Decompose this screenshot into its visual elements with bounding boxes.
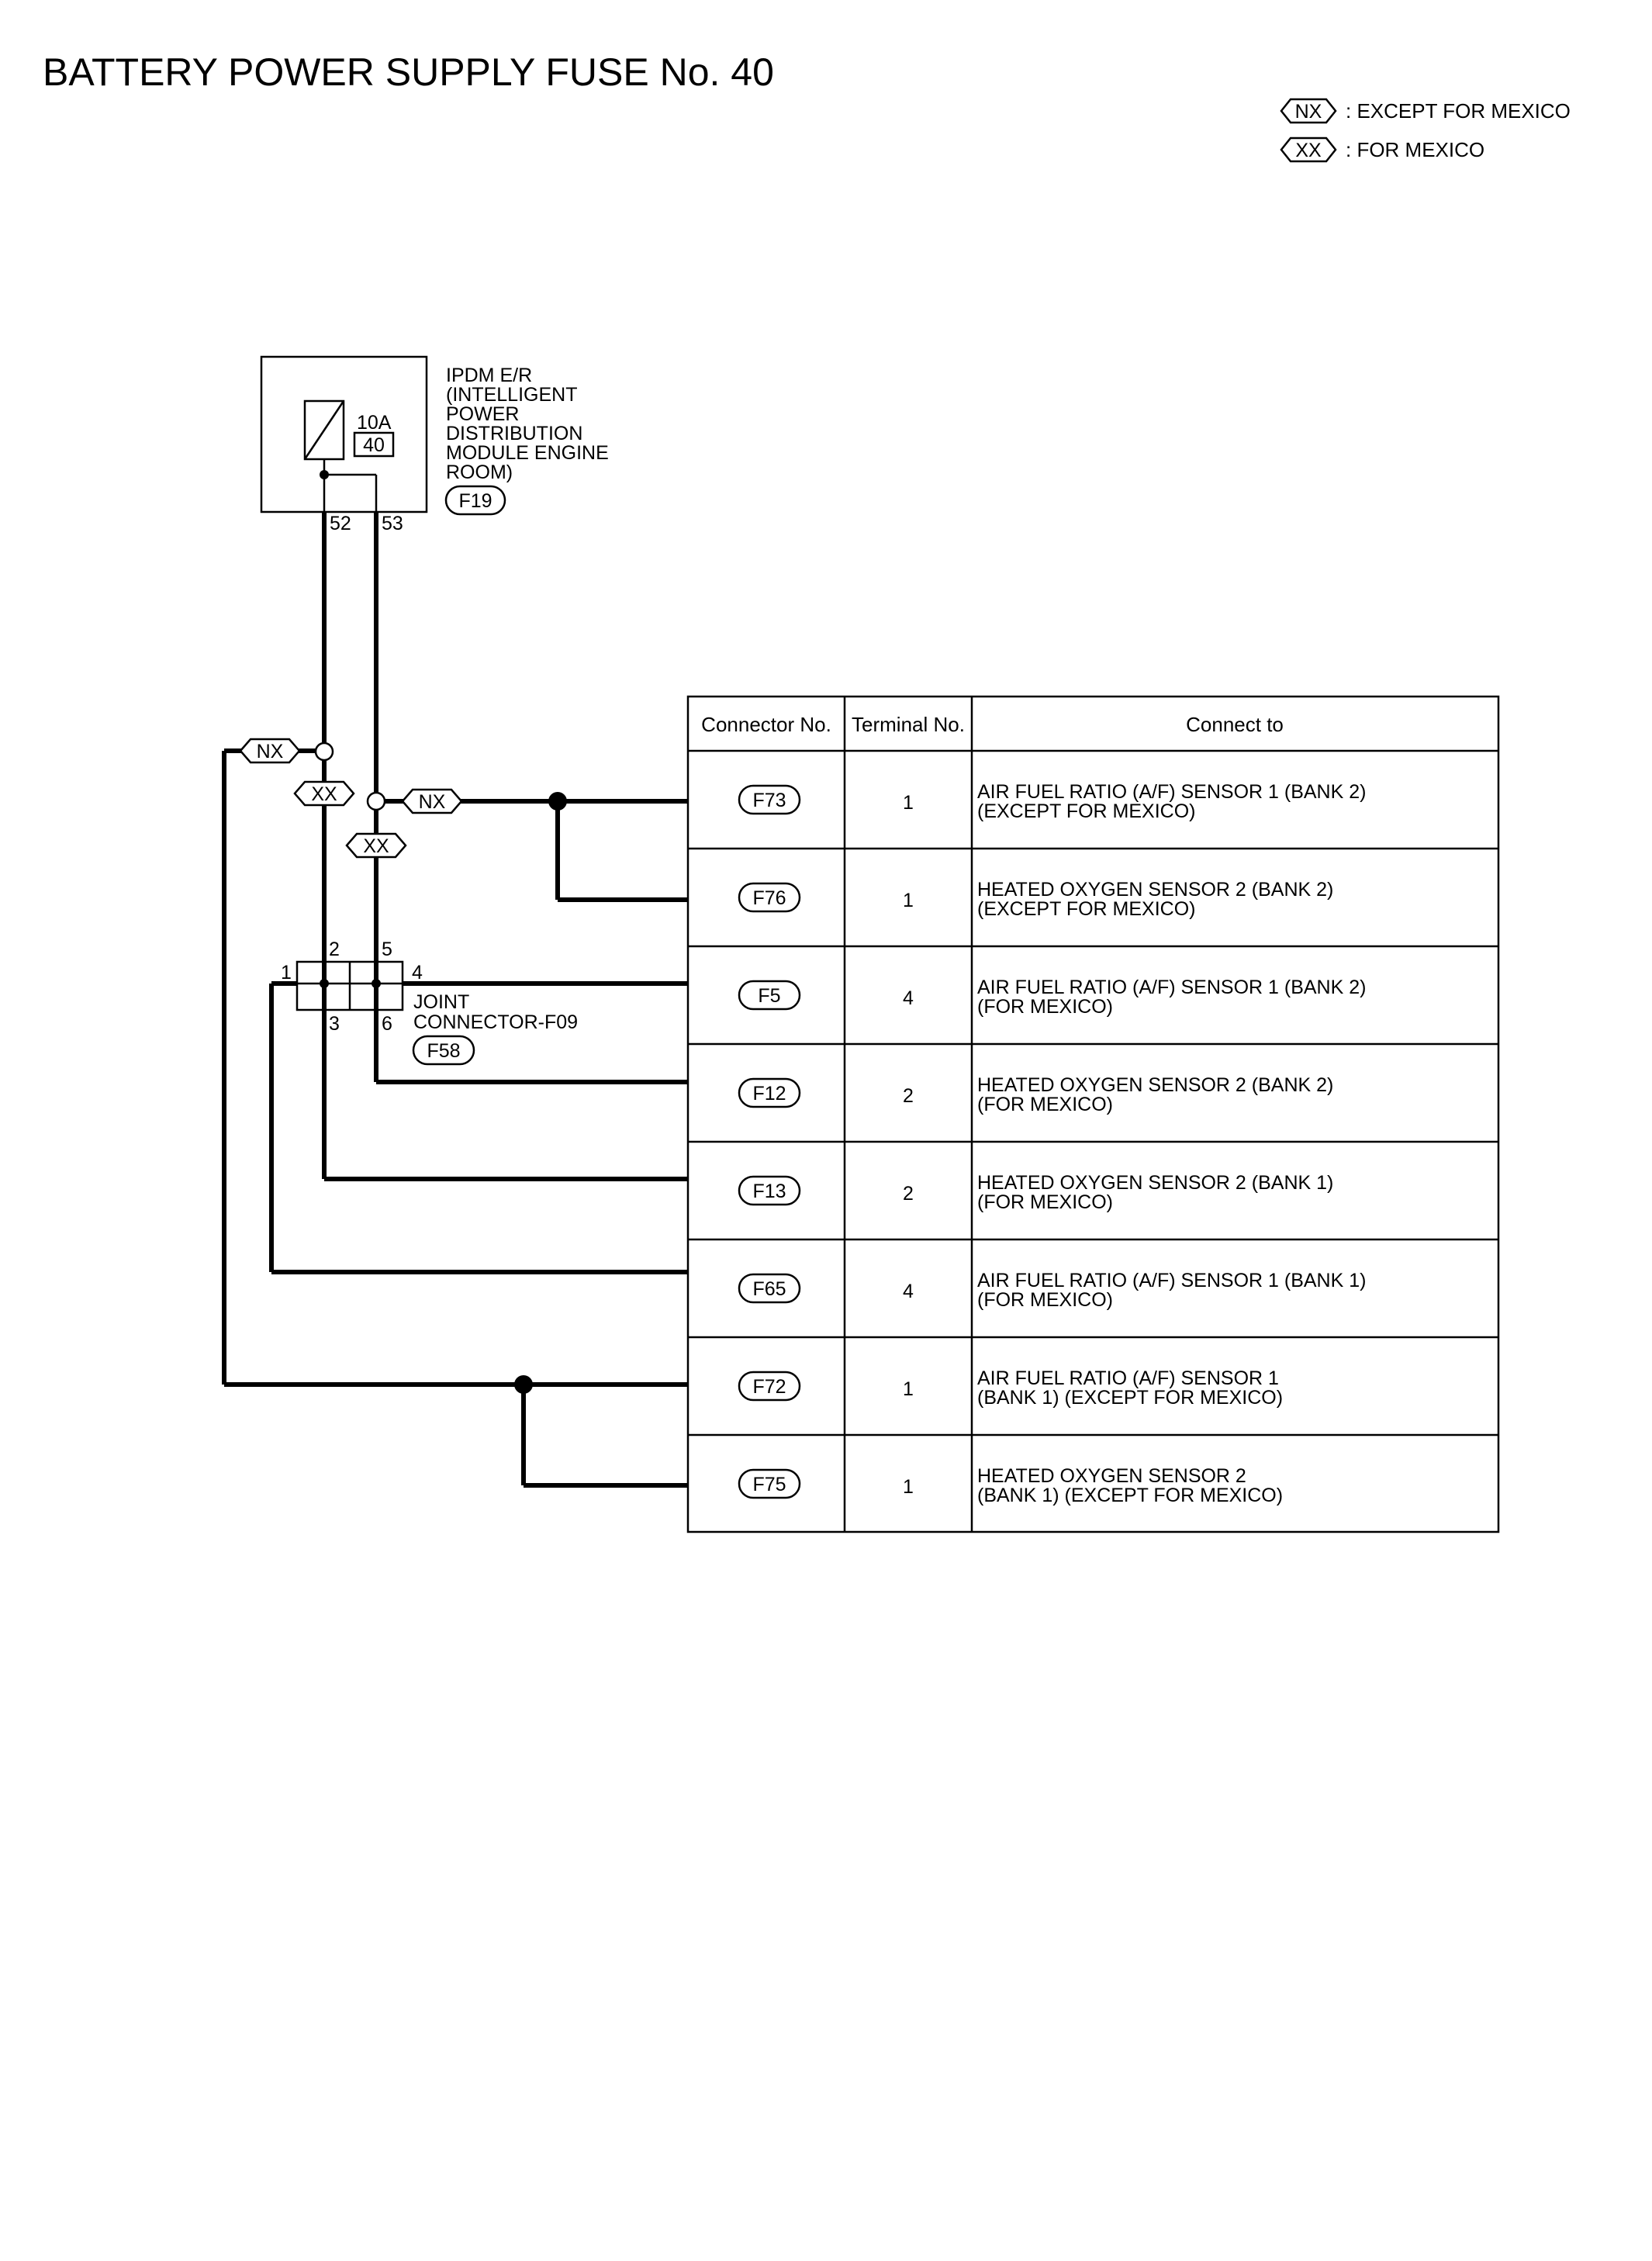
ipdm-name-line1: IPDM E/R bbox=[446, 365, 532, 386]
connector-table: Connector No. Terminal No. Connect to F7… bbox=[686, 695, 1500, 1533]
connector-tag-outline bbox=[738, 1077, 801, 1108]
legend-code-nx: NX bbox=[1295, 101, 1322, 123]
joint-pin-2: 2 bbox=[329, 939, 340, 960]
connector-tag-outline bbox=[738, 1175, 801, 1206]
connect-to-line: (FOR MEXICO) bbox=[977, 1289, 1113, 1311]
connect-to-line: HEATED OXYGEN SENSOR 2 (BANK 2) bbox=[977, 879, 1333, 901]
table-row: F76 1 HEATED OXYGEN SENSOR 2 (BANK 2)(EXCE… bbox=[738, 879, 1333, 920]
connect-to-line: (FOR MEXICO) bbox=[977, 1191, 1113, 1213]
connect-to-line: HEATED OXYGEN SENSOR 2 (BANK 2) bbox=[977, 1074, 1333, 1096]
wires bbox=[222, 512, 688, 1488]
connect-to-line: (BANK 1) (EXCEPT FOR MEXICO) bbox=[977, 1387, 1283, 1409]
joint-pin-5: 5 bbox=[382, 939, 392, 960]
terminal-no-cell: 2 bbox=[903, 1183, 914, 1205]
connect-to-line: AIR FUEL RATIO (A/F) SENSOR 1 (BANK 2) bbox=[977, 781, 1366, 803]
legend-text-nx: : EXCEPT FOR MEXICO bbox=[1346, 99, 1571, 123]
table-row: F13 2 HEATED OXYGEN SENSOR 2 (BANK 1)(FOR … bbox=[738, 1172, 1333, 1213]
fuse-rating: 10A bbox=[357, 412, 392, 434]
connect-to-line: (FOR MEXICO) bbox=[977, 1094, 1113, 1115]
connector-no-cell: F75 bbox=[752, 1474, 786, 1495]
joint-connector: 1 2 3 4 5 6 JOINT CONNECTOR-F09 F58 bbox=[281, 939, 578, 1066]
joint-pin-6: 6 bbox=[382, 1013, 392, 1035]
connect-to-line: HEATED OXYGEN SENSOR 2 bbox=[977, 1465, 1246, 1487]
terminal-no-cell: 1 bbox=[903, 1476, 914, 1498]
table-row: F12 2 HEATED OXYGEN SENSOR 2 (BANK 2)(FOR … bbox=[738, 1074, 1333, 1115]
connect-to-line: AIR FUEL RATIO (A/F) SENSOR 1 bbox=[977, 1367, 1279, 1389]
connector-tag-outline bbox=[738, 882, 801, 913]
ipdm-name-line5: MODULE ENGINE bbox=[446, 442, 609, 464]
connect-to-line: (BANK 1) (EXCEPT FOR MEXICO) bbox=[977, 1485, 1283, 1506]
joint-pin-1: 1 bbox=[281, 962, 292, 984]
table-row: F65 4 AIR FUEL RATIO (A/F) SENSOR 1 (BANK … bbox=[738, 1270, 1366, 1311]
connector-no-cell: F65 bbox=[752, 1278, 786, 1300]
terminal-no-cell: 1 bbox=[903, 890, 914, 911]
legend: NX : EXCEPT FOR MEXICO XX : FOR MEXICO bbox=[1280, 98, 1571, 163]
connector-no-cell: F73 bbox=[752, 790, 786, 811]
header-connector-no: Connector No. bbox=[701, 713, 831, 736]
ipdm-name-line6: ROOM) bbox=[446, 462, 513, 483]
connector-no-cell: F13 bbox=[752, 1181, 786, 1202]
page-title: BATTERY POWER SUPPLY FUSE No. 40 bbox=[43, 50, 774, 94]
header-connect-to: Connect to bbox=[1186, 713, 1284, 736]
table-row: F5 4 AIR FUEL RATIO (A/F) SENSOR 1 (BANK 2… bbox=[738, 977, 1366, 1018]
ipdm-name-line3: POWER bbox=[446, 403, 519, 425]
connect-to-line: AIR FUEL RATIO (A/F) SENSOR 1 (BANK 2) bbox=[977, 977, 1366, 998]
ipdm-terminal-52: 52 bbox=[330, 513, 351, 534]
connector-no-cell: F5 bbox=[758, 985, 780, 1007]
header-terminal-no: Terminal No. bbox=[852, 713, 965, 736]
legend-text-xx: : FOR MEXICO bbox=[1346, 138, 1484, 161]
terminal-no-cell: 2 bbox=[903, 1085, 914, 1107]
connector-tag-outline bbox=[738, 1371, 801, 1402]
ipdm-name-line2: (INTELLIGENT bbox=[446, 384, 577, 406]
tag-xx-left: XX bbox=[311, 783, 337, 805]
connector-tag-outline bbox=[738, 980, 801, 1011]
tag-nx-left: NX bbox=[257, 741, 284, 762]
connector-tag-outline bbox=[738, 1273, 801, 1304]
terminal-no-cell: 4 bbox=[903, 1281, 914, 1302]
terminal-no-cell: 1 bbox=[903, 1378, 914, 1400]
tag-xx-right: XX bbox=[363, 835, 389, 857]
fuse-number: 40 bbox=[363, 434, 385, 456]
table-row: F73 1 AIR FUEL RATIO (A/F) SENSOR 1 (BANK … bbox=[738, 781, 1366, 822]
ipdm-terminal-53: 53 bbox=[382, 513, 403, 534]
connect-to-line: (EXCEPT FOR MEXICO) bbox=[977, 898, 1196, 920]
joint-pin-4: 4 bbox=[412, 962, 423, 984]
table-row: F72 1 AIR FUEL RATIO (A/F) SENSOR 1(BANK 1… bbox=[738, 1367, 1283, 1409]
tag-nx-right: NX bbox=[419, 791, 446, 813]
ipdm-name-line4: DISTRIBUTION bbox=[446, 423, 582, 444]
joint-pin-3: 3 bbox=[329, 1013, 340, 1035]
table-row: F75 1 HEATED OXYGEN SENSOR 2(BANK 1) (EXCE… bbox=[738, 1465, 1283, 1506]
ipdm-connector-tag: F19 bbox=[458, 490, 492, 512]
joint-connector-tag: F58 bbox=[427, 1040, 460, 1062]
connector-no-cell: F76 bbox=[752, 887, 786, 909]
connector-no-cell: F12 bbox=[752, 1083, 786, 1105]
connector-tag-outline bbox=[738, 784, 801, 815]
joint-name-line2: CONNECTOR-F09 bbox=[413, 1011, 578, 1033]
connector-tag-outline bbox=[738, 1468, 801, 1499]
connector-no-cell: F72 bbox=[752, 1376, 786, 1398]
terminal-no-cell: 1 bbox=[903, 792, 914, 814]
connect-to-line: HEATED OXYGEN SENSOR 2 (BANK 1) bbox=[977, 1172, 1333, 1194]
joint-name-line1: JOINT bbox=[413, 991, 469, 1013]
terminal-no-cell: 4 bbox=[903, 987, 914, 1009]
ipdm-module: 10A 40 52 53 IPDM E/R (INTELLIGENT POWER… bbox=[260, 355, 609, 534]
wire-tags: NX XX XX NX bbox=[239, 738, 463, 859]
connect-to-line: (FOR MEXICO) bbox=[977, 996, 1113, 1018]
legend-code-xx: XX bbox=[1295, 140, 1322, 161]
connect-to-line: AIR FUEL RATIO (A/F) SENSOR 1 (BANK 1) bbox=[977, 1270, 1366, 1291]
connect-to-line: (EXCEPT FOR MEXICO) bbox=[977, 800, 1196, 822]
